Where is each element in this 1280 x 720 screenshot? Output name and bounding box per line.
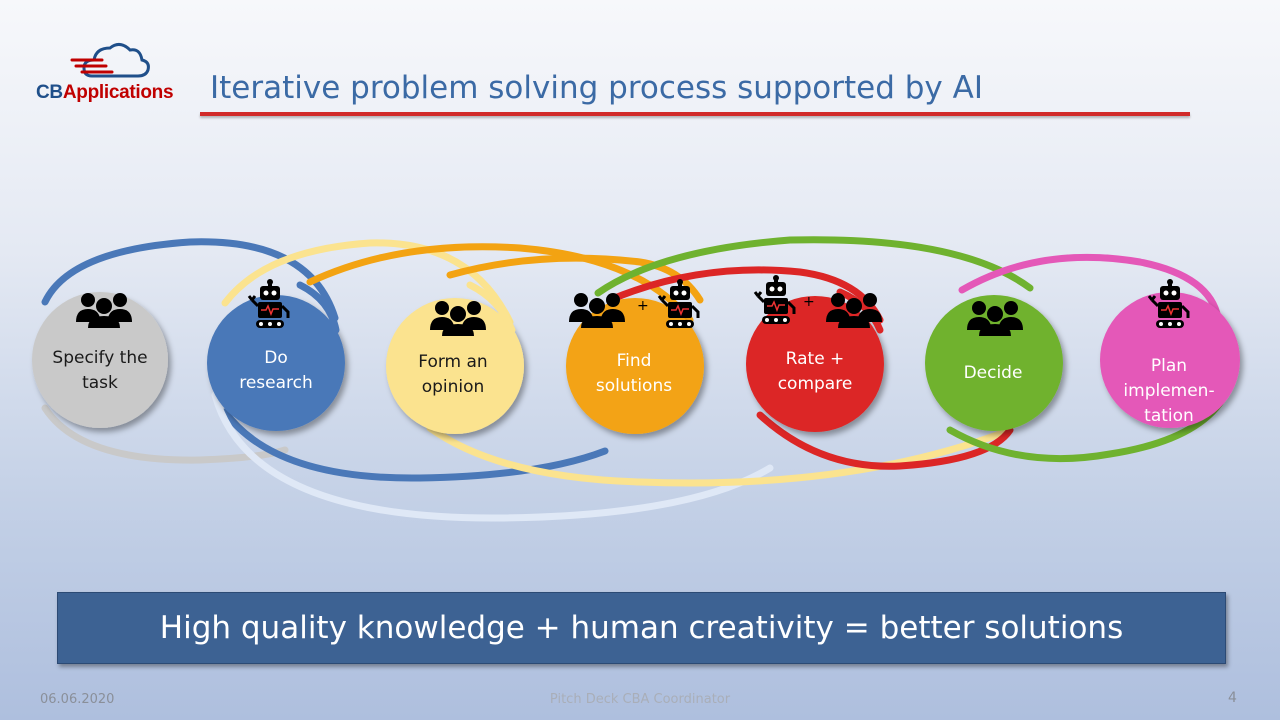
logo-text: CBApplications [36,82,174,103]
circle-plan [1100,292,1240,428]
robot-icon [753,275,796,324]
robot-icon [657,279,700,328]
arc-blue-bottom [221,408,609,482]
people-icon [76,293,132,328]
circle-specify [32,292,168,428]
logo: CBApplications [22,30,192,110]
arc-blue-front [296,281,340,334]
arc-yellow-top [221,239,514,326]
step-label-rate: Rate +compare [777,349,853,394]
page-number: 4 [1228,690,1237,706]
step-circles [32,292,1240,434]
step-label-decide: Decide [963,363,1023,383]
connecting-arcs [41,236,1229,522]
arc-yellow-bottom [426,424,1009,487]
page-title: Iterative problem solving process suppor… [210,70,983,106]
arc-red-front [836,288,884,334]
arc-pink-top [958,253,1222,322]
circle-decide [925,295,1063,431]
circle-opinion [386,298,524,434]
circle-rate [746,296,884,432]
arc-gray-bottom [41,404,289,464]
summary-banner: High quality knowledge + human creativit… [57,592,1226,664]
circle-solutions [566,298,704,434]
people-icon [430,301,486,336]
people-icon [826,293,882,328]
cloud-icon [70,43,150,78]
people-icon [967,301,1023,336]
arc-lightblue-bottom [211,391,774,522]
front-arcs [296,281,884,334]
arc-blue-top [41,238,339,322]
arc-red-top [606,266,884,324]
plus-sign: + [637,298,649,314]
footer-date: 06.06.2020 [40,692,115,707]
footer-title: Pitch Deck CBA Coordinator [549,692,731,707]
summary-banner-text: High quality knowledge + human creativit… [159,610,1124,646]
arc-green-bottom [946,391,1229,463]
arc-yellow-front [466,281,516,334]
plus-sign: + [803,294,815,310]
robot-icon [247,279,290,328]
circle-research [207,295,345,431]
people-icon [569,293,625,328]
arc-green-top [594,236,1034,297]
title-underline [200,112,1190,116]
robot-icon [1147,279,1190,328]
